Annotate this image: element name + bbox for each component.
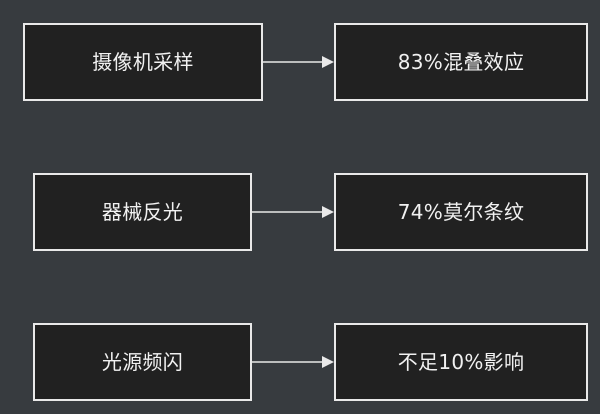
arrowhead-1 [322, 56, 334, 68]
effect-label-3: 不足10%影响 [397, 350, 525, 374]
cause-node-1: 摄像机采样 [23, 23, 263, 101]
cause-label-2: 器械反光 [101, 200, 184, 224]
effect-node-1: 83%混叠效应 [334, 23, 588, 101]
arrowhead-2 [322, 206, 334, 218]
cause-label-3: 光源频闪 [101, 350, 184, 374]
arrowhead-3 [322, 356, 334, 368]
cause-node-2: 器械反光 [33, 173, 252, 251]
effect-label-1: 83%混叠效应 [397, 50, 525, 74]
effect-label-2: 74%莫尔条纹 [397, 200, 525, 224]
cause-node-3: 光源频闪 [33, 323, 252, 401]
effect-node-3: 不足10%影响 [334, 323, 588, 401]
effect-node-2: 74%莫尔条纹 [334, 173, 588, 251]
cause-label-1: 摄像机采样 [92, 50, 194, 74]
